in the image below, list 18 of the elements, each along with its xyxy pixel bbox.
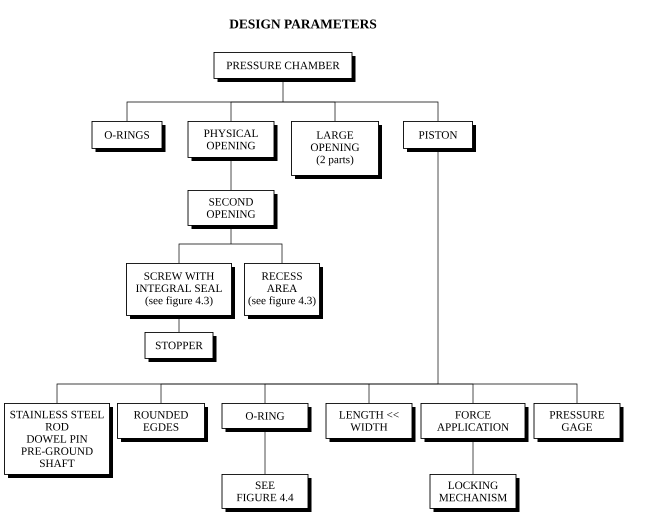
box: SCREW WITH INTEGRAL SEAL (see figure 4.3) <box>126 263 235 319</box>
box: FORCE APPLICATION <box>420 403 528 442</box>
box: SECOND OPENING <box>188 190 278 229</box>
box: LOCKING MECHANISM <box>430 474 520 512</box>
box: ROUNDED EGDES <box>117 403 208 442</box>
box: PRESSURE CHAMBER <box>214 52 356 82</box>
box: LARGE OPENING (2 parts) <box>291 121 382 179</box>
title: DESIGN PARAMETERS <box>229 20 376 28</box>
box: O-RING <box>222 403 312 432</box>
box: PHYSICAL OPENING <box>188 121 278 161</box>
box: PISTON <box>403 121 476 152</box>
box: SEE FIGURE 4.4 <box>222 474 312 512</box>
box: STOPPER <box>144 332 216 362</box>
box: PRESSURE GAGE <box>534 403 624 442</box>
box: LENGTH << WIDTH <box>326 403 416 442</box>
box: STAINLESS STEEL ROD DOWEL PIN PRE-GROUND SHAFT <box>4 403 113 478</box>
box: O-RINGS <box>92 121 166 152</box>
box: RECESS AREA (see figure 4.3) <box>244 263 323 319</box>
